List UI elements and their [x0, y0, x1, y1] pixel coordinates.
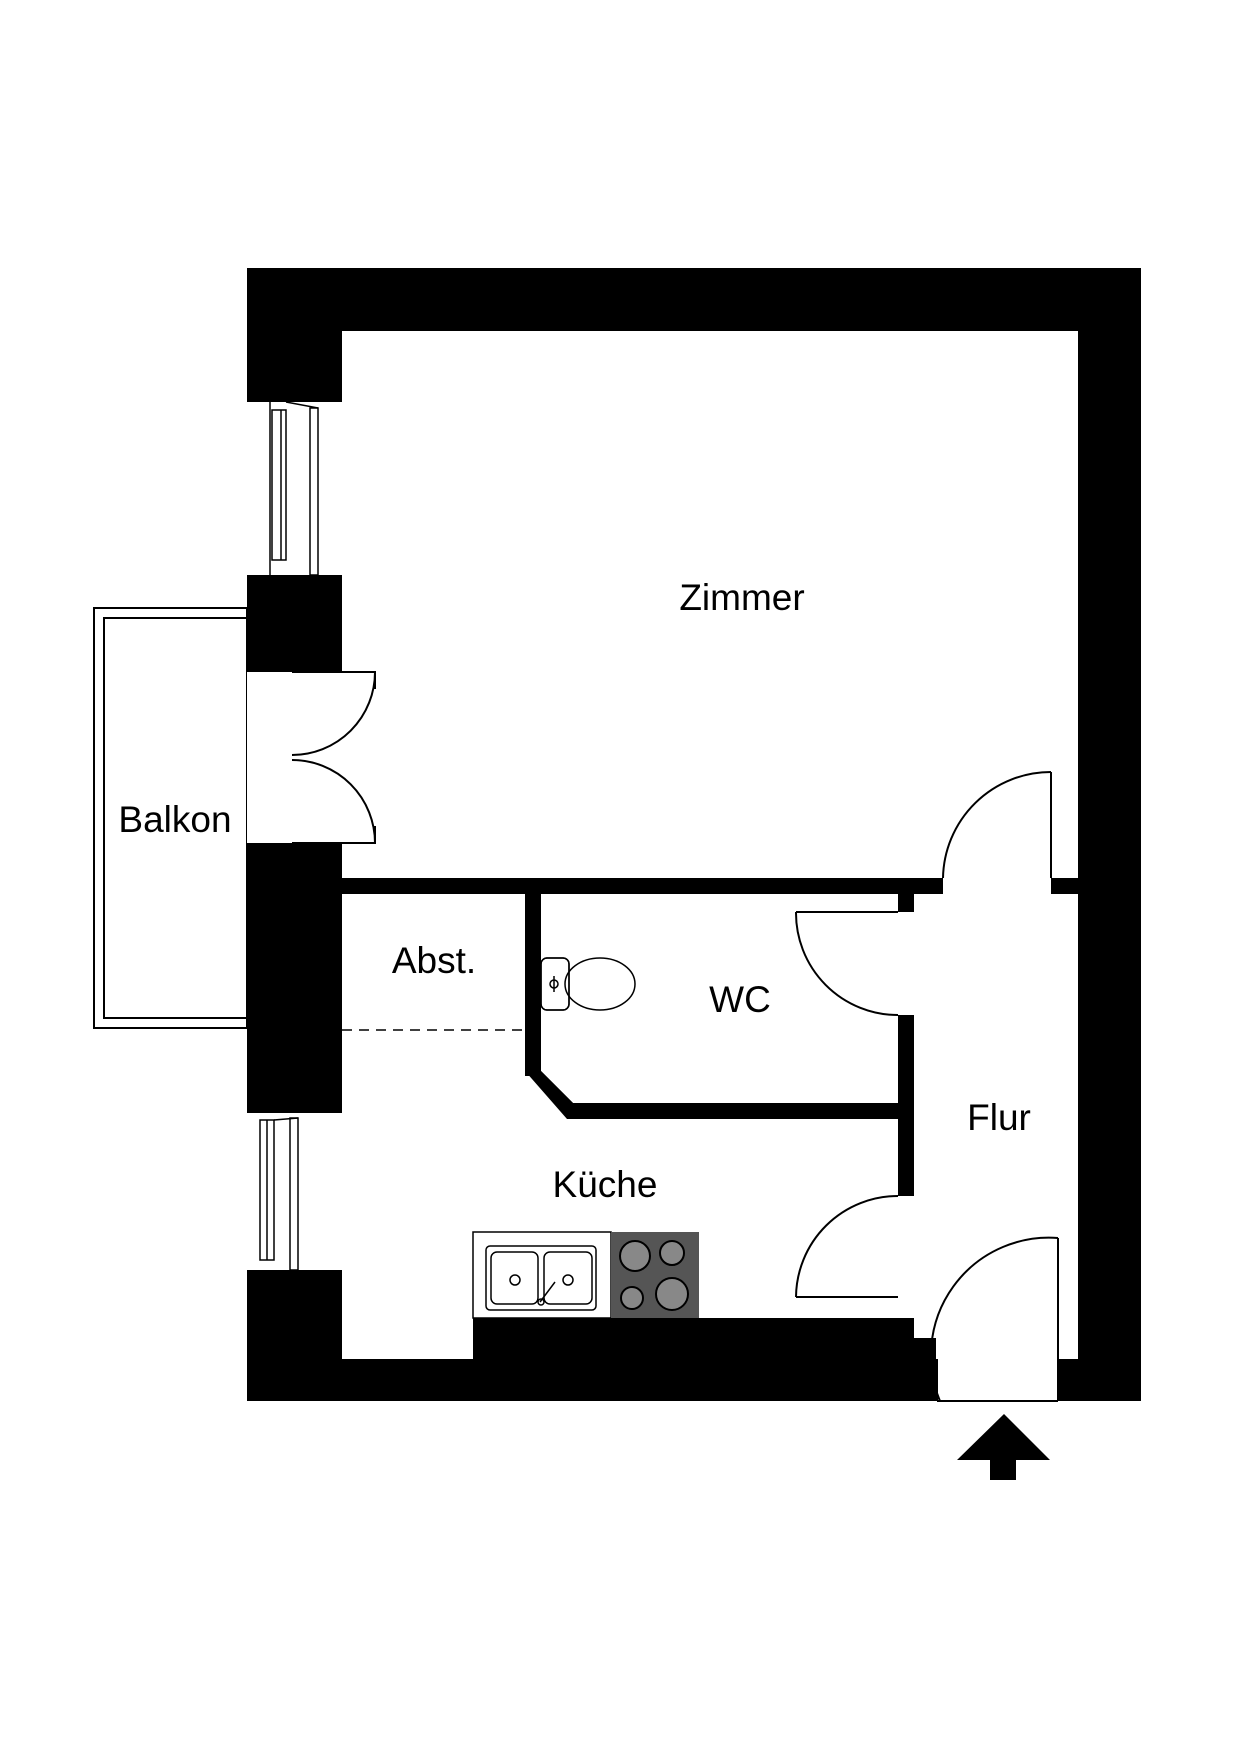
room-label-flur: Flur: [967, 1097, 1031, 1138]
room-label-kueche: Küche: [553, 1164, 658, 1205]
wc-door: [794, 911, 899, 1016]
zimmer-door: [942, 771, 1052, 879]
room-label-balkon: Balkon: [118, 799, 231, 840]
cooktop-icon: [611, 1232, 699, 1318]
balcony-double-door: [247, 671, 377, 844]
window-kueche: [258, 1113, 299, 1271]
entrance-door: [929, 1236, 1059, 1402]
kueche-door: [795, 1195, 899, 1298]
toilet-icon: [540, 957, 636, 1011]
room-label-abst: Abst.: [392, 940, 476, 981]
exterior-walls: [247, 268, 1141, 1401]
room-label-zimmer: Zimmer: [679, 577, 804, 618]
window-zimmer: [269, 401, 319, 576]
interior-walls: [342, 878, 943, 1196]
double-sink-icon: [472, 1231, 612, 1319]
up-arrow-icon: [957, 1414, 1050, 1480]
room-label-wc: WC: [709, 979, 771, 1020]
